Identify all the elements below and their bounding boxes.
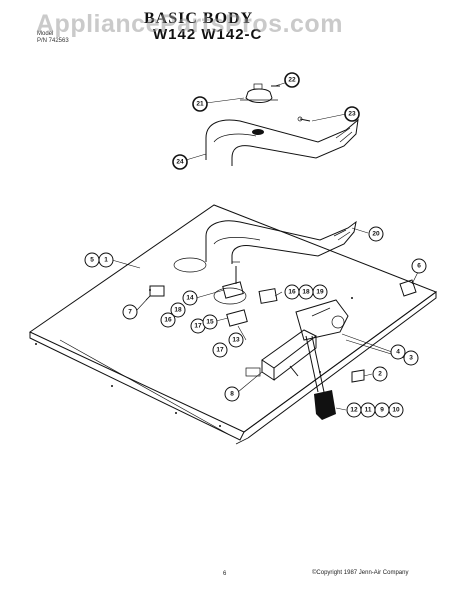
callout-21: 21 <box>192 96 208 112</box>
callout-6-label: 6 <box>417 263 421 270</box>
callout-10: 10 <box>388 402 404 418</box>
callout-1: 1 <box>98 252 114 268</box>
callout-22-label: 22 <box>288 77 296 84</box>
callout-6: 6 <box>411 258 427 274</box>
callout-19a-label: 19 <box>316 289 324 296</box>
callout-16a-label: 16 <box>288 289 296 296</box>
callout-20-label: 20 <box>372 231 380 238</box>
callout-21-label: 21 <box>196 101 204 108</box>
callout-7: 7 <box>122 304 138 320</box>
upper-duct <box>205 118 359 166</box>
callout-10-label: 10 <box>392 407 400 414</box>
duct-assembly <box>205 220 357 264</box>
callout-9: 9 <box>374 402 390 418</box>
model-numbers: W142 W142-C <box>153 26 263 43</box>
callout-20: 20 <box>368 226 384 242</box>
fan-motor <box>240 83 278 103</box>
model-label-line1: Model <box>37 31 54 37</box>
callout-4: 4 <box>390 344 406 360</box>
page-title: BASIC BODY <box>144 10 254 27</box>
callout-11: 11 <box>360 402 376 418</box>
callout-17b: 17 <box>212 342 228 358</box>
callout-1-label: 1 <box>104 257 108 264</box>
callout-14-label: 14 <box>186 295 194 302</box>
callout-14: 14 <box>182 290 198 306</box>
callout-11-label: 11 <box>365 407 372 414</box>
callout-22: 22 <box>284 72 300 88</box>
callout-24-label: 24 <box>176 159 184 166</box>
callout-15-label: 15 <box>206 319 214 326</box>
callout-23-label: 23 <box>348 111 356 118</box>
model-label-line2: P/N 742563 <box>37 38 69 44</box>
callout-15: 15 <box>202 314 218 330</box>
callout-18a: 18 <box>298 284 314 300</box>
watermark: AppliancePartsPros.com <box>36 10 343 38</box>
callout-12-label: 12 <box>350 407 358 414</box>
callout-13: 13 <box>228 332 244 348</box>
model-label: Model P/N 742563 <box>37 31 69 45</box>
callout-4-label: 4 <box>396 349 400 356</box>
callout-16a: 16 <box>284 284 300 300</box>
copyright-notice: ©Copyright 1987 Jenn-Air Company <box>312 570 409 576</box>
screws <box>271 85 311 122</box>
leader-lines <box>111 81 419 411</box>
callout-8-label: 8 <box>230 391 234 398</box>
callout-2-label: 2 <box>378 371 382 378</box>
callout-18b-label: 18 <box>174 307 182 314</box>
callout-8: 8 <box>224 386 240 402</box>
callout-5-label: 5 <box>90 257 94 264</box>
callout-5: 5 <box>84 252 100 268</box>
callout-18b: 18 <box>170 302 186 318</box>
callout-18a-label: 18 <box>302 289 310 296</box>
callout-3: 3 <box>403 350 419 366</box>
base-plate <box>28 204 438 445</box>
callout-17a-label: 17 <box>194 323 202 330</box>
callout-23: 23 <box>344 106 360 122</box>
callout-12: 12 <box>346 402 362 418</box>
callout-2: 2 <box>372 366 388 382</box>
callout-16b: 16 <box>160 312 176 328</box>
control-bracket <box>222 261 365 420</box>
callout-9-label: 9 <box>380 407 384 414</box>
callout-19a: 19 <box>312 284 328 300</box>
callout-13-label: 13 <box>232 337 240 344</box>
callout-16b-label: 16 <box>164 317 172 324</box>
callout-3-label: 3 <box>409 355 413 362</box>
page-number: 6 <box>223 571 227 577</box>
callout-24: 24 <box>172 154 188 170</box>
callout-17b-label: 17 <box>216 347 224 354</box>
callout-7-label: 7 <box>128 309 132 316</box>
